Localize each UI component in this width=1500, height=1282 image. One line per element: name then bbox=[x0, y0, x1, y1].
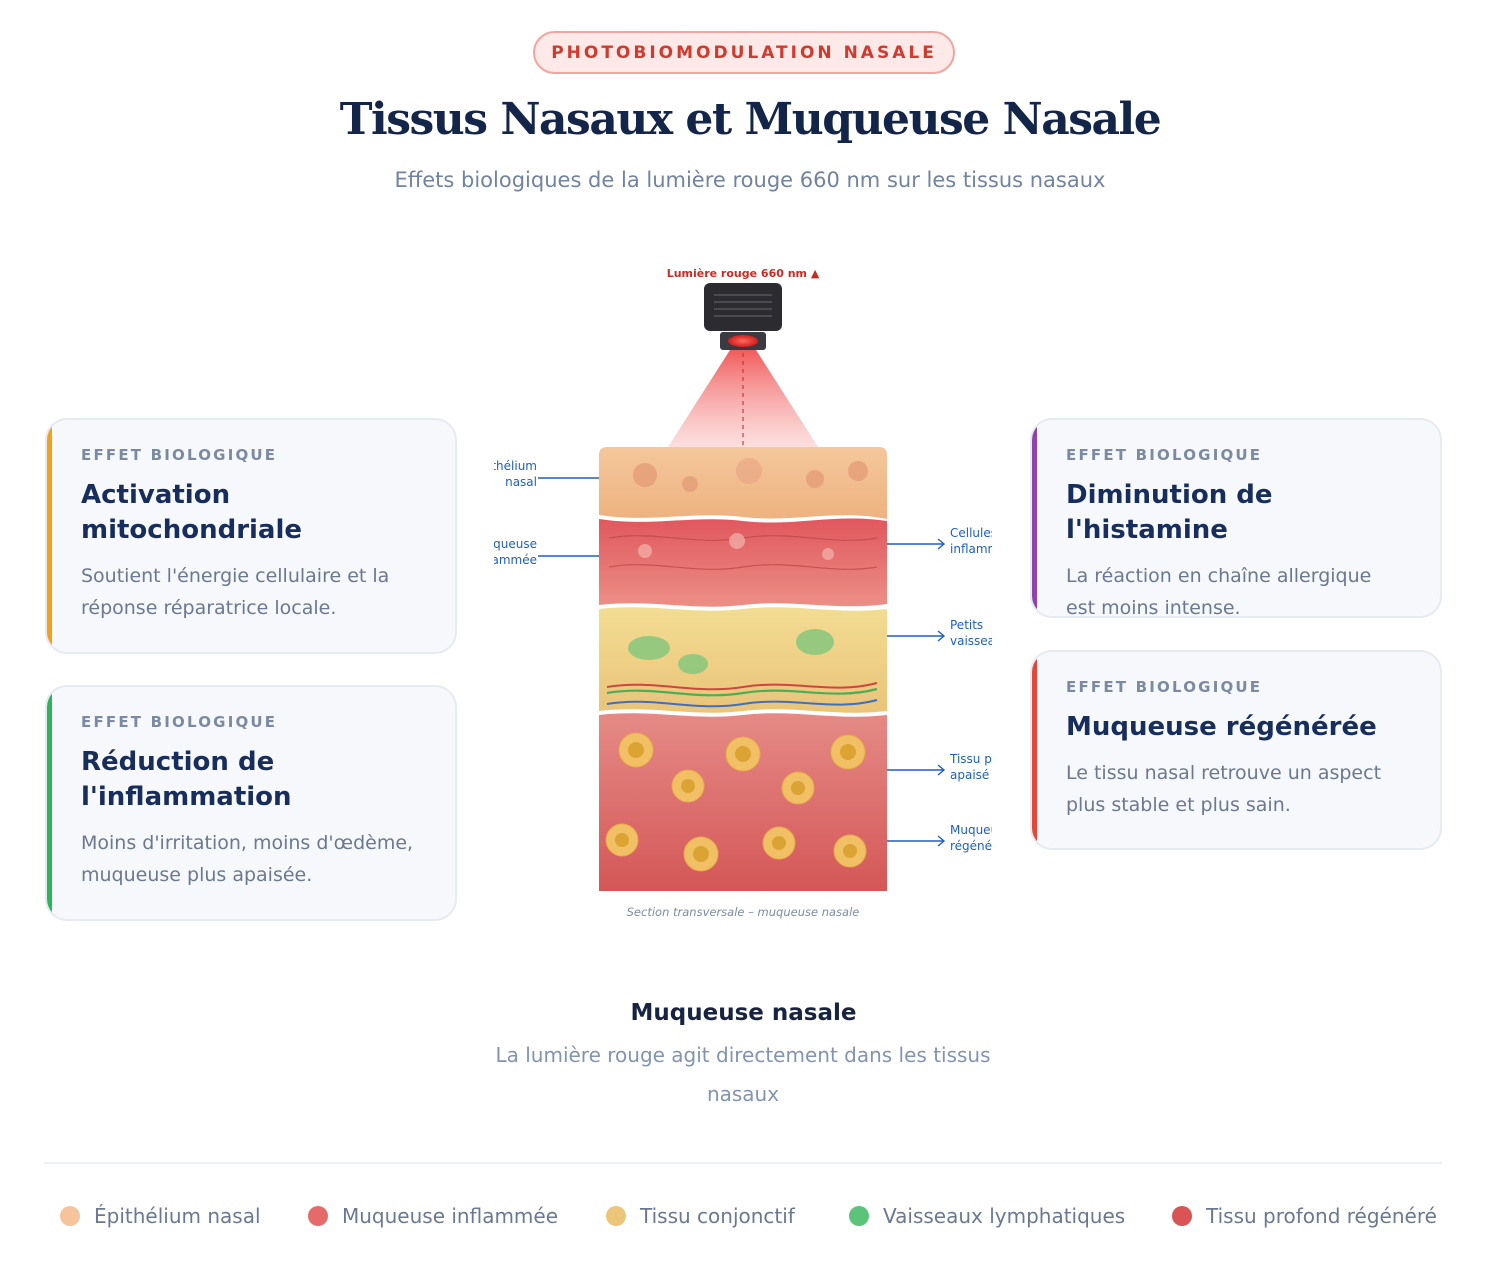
layer-deep-tissue bbox=[599, 713, 887, 891]
effect-card-histamine: EFFET BIOLOGIQUE Diminution de l'histami… bbox=[1030, 418, 1442, 618]
card-eyebrow: EFFET BIOLOGIQUE bbox=[81, 713, 278, 731]
card-description: Soutient l'énergie cellulaire et la répo… bbox=[81, 565, 390, 619]
label-small-vessels-l1: Petits bbox=[950, 618, 983, 632]
card-description: Le tissu nasal retrouve un aspect plus s… bbox=[1066, 762, 1382, 816]
legend-swatch bbox=[308, 1206, 328, 1226]
legend-item-deep: Tissu profond régénéré bbox=[1172, 1198, 1437, 1234]
effect-card-inflammation: EFFET BIOLOGIQUE Réduction de l'inflamma… bbox=[45, 685, 457, 921]
legend: Épithélium nasal Muqueuse inflammée Tiss… bbox=[0, 1198, 1500, 1234]
light-label: Lumière rouge 660 nm ▲ bbox=[667, 267, 820, 280]
label-epithelium-l1: Épithélium bbox=[494, 458, 537, 473]
legend-label: Vaisseaux lymphatiques bbox=[883, 1204, 1126, 1228]
card-eyebrow: EFFET BIOLOGIQUE bbox=[1066, 446, 1263, 464]
card-title: Réduction de l'inflammation bbox=[81, 747, 292, 812]
label-deep-tissue-l2: apaisé bbox=[950, 768, 989, 782]
tissue-diagram: Lumière rouge 660 nm ▲ bbox=[494, 255, 992, 935]
layer-connective-tissue bbox=[599, 607, 887, 713]
card-title: Muqueuse régénérée bbox=[1066, 712, 1377, 742]
category-badge: PHOTOBIOMODULATION NASALE bbox=[533, 31, 955, 74]
label-epithelium-l2: nasal bbox=[505, 475, 537, 489]
card-title: Diminution de l'histamine bbox=[1066, 480, 1273, 545]
section-description: La lumière rouge agit directement dans l… bbox=[495, 1043, 991, 1106]
legend-label: Tissu conjonctif bbox=[640, 1204, 795, 1228]
legend-item-connective: Tissu conjonctif bbox=[606, 1198, 795, 1234]
legend-swatch bbox=[60, 1206, 80, 1226]
card-description: La réaction en chaîne allergique est moi… bbox=[1066, 565, 1372, 618]
divider bbox=[44, 1162, 1442, 1164]
card-description: Moins d'irritation, moins d'œdème, muque… bbox=[81, 832, 414, 886]
label-deep-tissue-l1: Tissu profond bbox=[949, 752, 992, 766]
light-device-icon bbox=[704, 283, 782, 350]
legend-label: Épithélium nasal bbox=[94, 1204, 261, 1228]
diagram-caption: Section transversale – muqueuse nasale bbox=[627, 905, 860, 919]
layer-epithelium bbox=[599, 447, 887, 519]
layer-inflamed-mucosa bbox=[599, 518, 887, 607]
light-beam bbox=[668, 350, 818, 447]
label-mucosa-l1: Muqueuse bbox=[494, 537, 537, 551]
page-title: Tissus Nasaux et Muqueuse Nasale bbox=[339, 94, 1162, 145]
label-small-vessels-l2: vaisseaux bbox=[950, 634, 992, 648]
card-eyebrow: EFFET BIOLOGIQUE bbox=[81, 446, 278, 464]
legend-label: Muqueuse inflammée bbox=[342, 1204, 559, 1228]
label-mucosa-l2: inflammée bbox=[494, 553, 537, 567]
label-regenerated-l2: régénérée bbox=[950, 839, 992, 853]
effect-card-mitochondria: EFFET BIOLOGIQUE Activation mitochondria… bbox=[45, 418, 457, 654]
label-inflammatory-cells-l2: inflammatoires bbox=[950, 542, 992, 556]
card-title: Activation mitochondriale bbox=[81, 480, 303, 545]
legend-item-lymph: Vaisseaux lymphatiques bbox=[849, 1198, 1125, 1234]
card-eyebrow: EFFET BIOLOGIQUE bbox=[1066, 678, 1263, 696]
label-inflammatory-cells-l1: Cellules bbox=[950, 526, 992, 540]
legend-label: Tissu profond régénéré bbox=[1206, 1204, 1437, 1228]
legend-swatch bbox=[606, 1206, 626, 1226]
legend-item-epithelium: Épithélium nasal bbox=[60, 1198, 261, 1234]
effect-card-regeneration: EFFET BIOLOGIQUE Muqueuse régénérée Le t… bbox=[1030, 650, 1442, 850]
legend-item-mucosa: Muqueuse inflammée bbox=[308, 1198, 558, 1234]
legend-swatch bbox=[849, 1206, 869, 1226]
section-title: Muqueuse nasale bbox=[630, 1000, 857, 1026]
page-subtitle: Effets biologiques de la lumière rouge 6… bbox=[394, 168, 1106, 192]
legend-swatch bbox=[1172, 1206, 1192, 1226]
label-regenerated-l1: Muqueuse bbox=[950, 823, 992, 837]
